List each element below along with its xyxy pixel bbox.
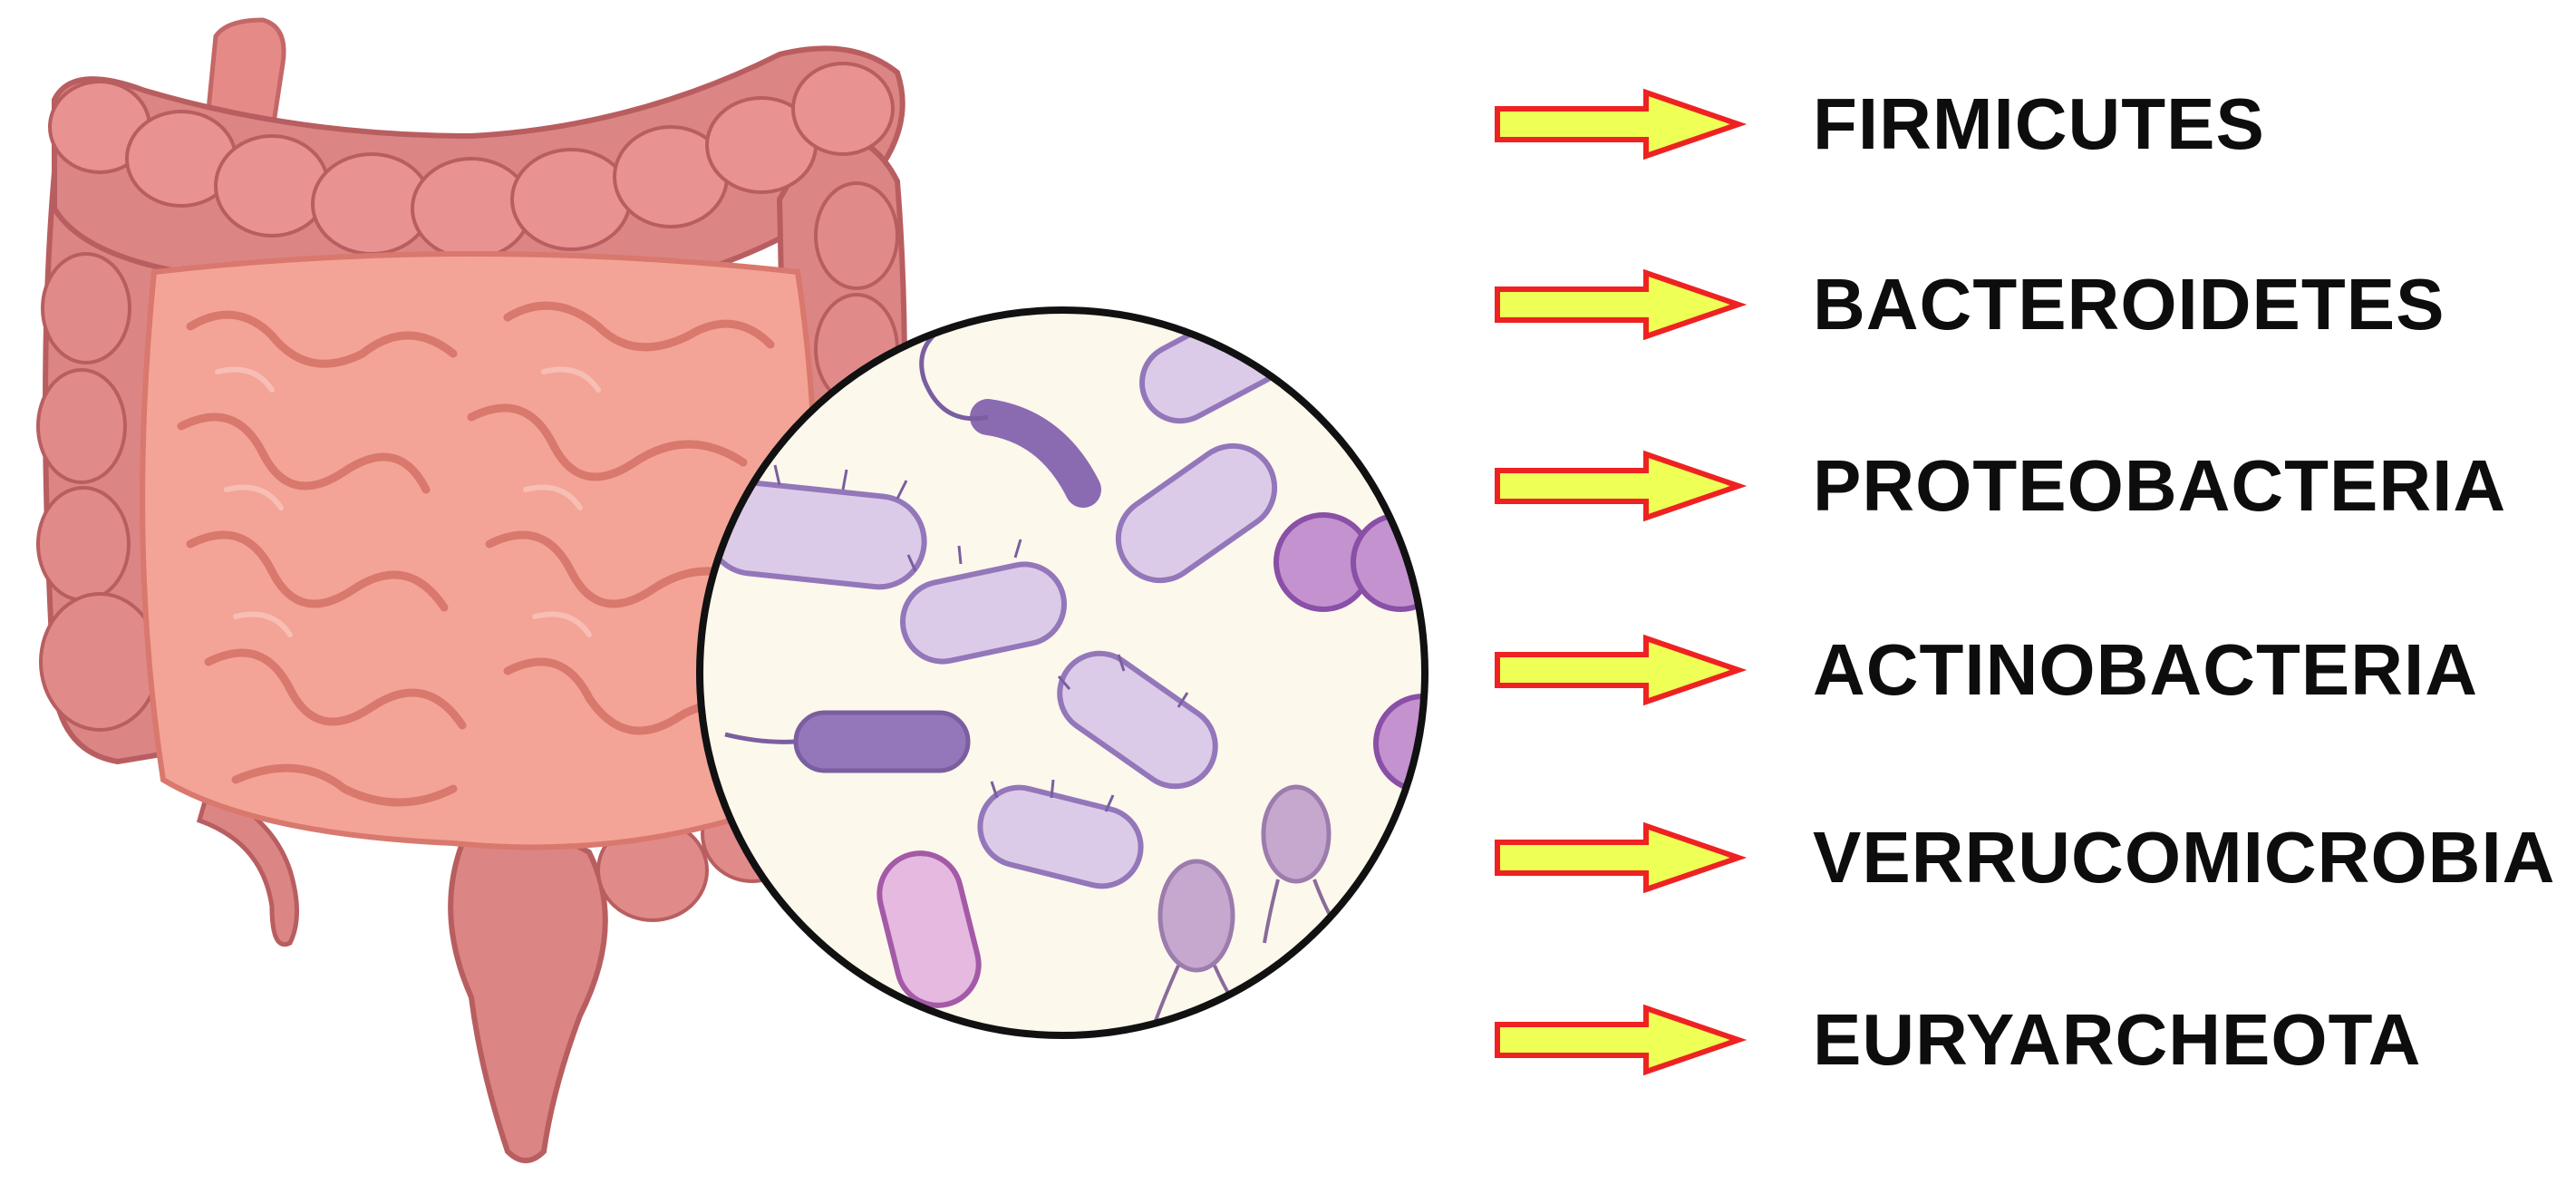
- phylum-label-euryarcheota: EURYARCHEOTA: [1813, 999, 2422, 1080]
- phylum-label-firmicutes: FIRMICUTES: [1813, 83, 2265, 164]
- arrow-column: [1495, 88, 1748, 1076]
- bacteria-cluster: [704, 310, 1425, 1034]
- right-arrow-icon: [1495, 821, 1748, 894]
- right-arrow-icon: [1495, 268, 1748, 341]
- phylum-label-bacteroidetes: BACTEROIDETES: [1813, 264, 2445, 345]
- phylum-label-actinobacteria: ACTINOBACTERIA: [1813, 629, 2478, 710]
- rectum: [448, 829, 608, 1163]
- phylum-label-verrucomicrobia: VERRUCOMICROBIA: [1813, 817, 2556, 898]
- appendix: [196, 785, 299, 947]
- right-arrow-icon: [1495, 1004, 1748, 1076]
- right-arrow-icon: [1495, 88, 1748, 160]
- large-intestine: [36, 45, 907, 1163]
- small-intestine: [140, 251, 818, 850]
- right-arrow-icon: [1495, 450, 1748, 522]
- right-arrow-icon: [1495, 634, 1748, 706]
- phylum-label-proteobacteria: PROTEOBACTERIA: [1813, 445, 2507, 526]
- curved-bacterium: [970, 399, 1101, 508]
- microscope-lens: [696, 306, 1428, 1039]
- intestine-illustration: [36, 17, 907, 1163]
